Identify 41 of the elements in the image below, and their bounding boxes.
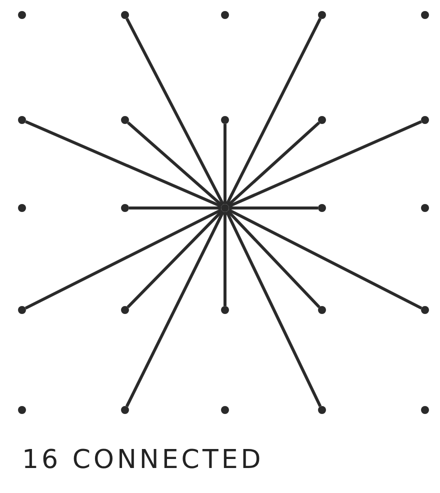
grid-dot	[421, 406, 429, 414]
connecting-line	[24, 208, 222, 310]
grid-dot	[221, 116, 229, 124]
connecting-line	[25, 120, 222, 208]
connecting-line	[125, 210, 225, 408]
connecting-line	[224, 212, 226, 306]
grid-dot	[421, 306, 429, 314]
grid-dot	[121, 116, 129, 124]
connecting-line	[126, 18, 224, 206]
connecting-line	[127, 122, 223, 206]
connecting-line	[229, 206, 318, 210]
connecting-line	[226, 210, 320, 308]
grid-dot	[318, 11, 326, 19]
connecting-line	[228, 120, 422, 208]
connecting-line	[225, 210, 322, 408]
connecting-line	[228, 208, 422, 310]
grid-dot	[121, 306, 129, 314]
grid-dot	[221, 406, 229, 414]
grid-dot	[18, 204, 26, 212]
connecting-line	[224, 124, 226, 204]
connecting-line	[225, 18, 322, 206]
grid-dot	[318, 406, 326, 414]
grid-dot	[121, 406, 129, 414]
connecting-line	[226, 122, 320, 206]
grid-dot	[18, 406, 26, 414]
grid-dot	[318, 116, 326, 124]
grid-dot	[18, 11, 26, 19]
connecting-line	[126, 210, 224, 308]
caption: 16 CONNECTED	[22, 445, 264, 475]
grid-dot	[421, 11, 429, 19]
grid-dot	[221, 306, 229, 314]
grid-dot	[421, 116, 429, 124]
grid-dot	[318, 204, 326, 212]
grid-dot	[121, 11, 129, 19]
grid-dot	[18, 116, 26, 124]
grid-dot	[121, 204, 129, 212]
connecting-line	[129, 206, 221, 210]
grid-dot	[221, 11, 229, 19]
grid-dot	[421, 204, 429, 212]
grid-dot	[318, 306, 326, 314]
grid-dot	[18, 306, 26, 314]
